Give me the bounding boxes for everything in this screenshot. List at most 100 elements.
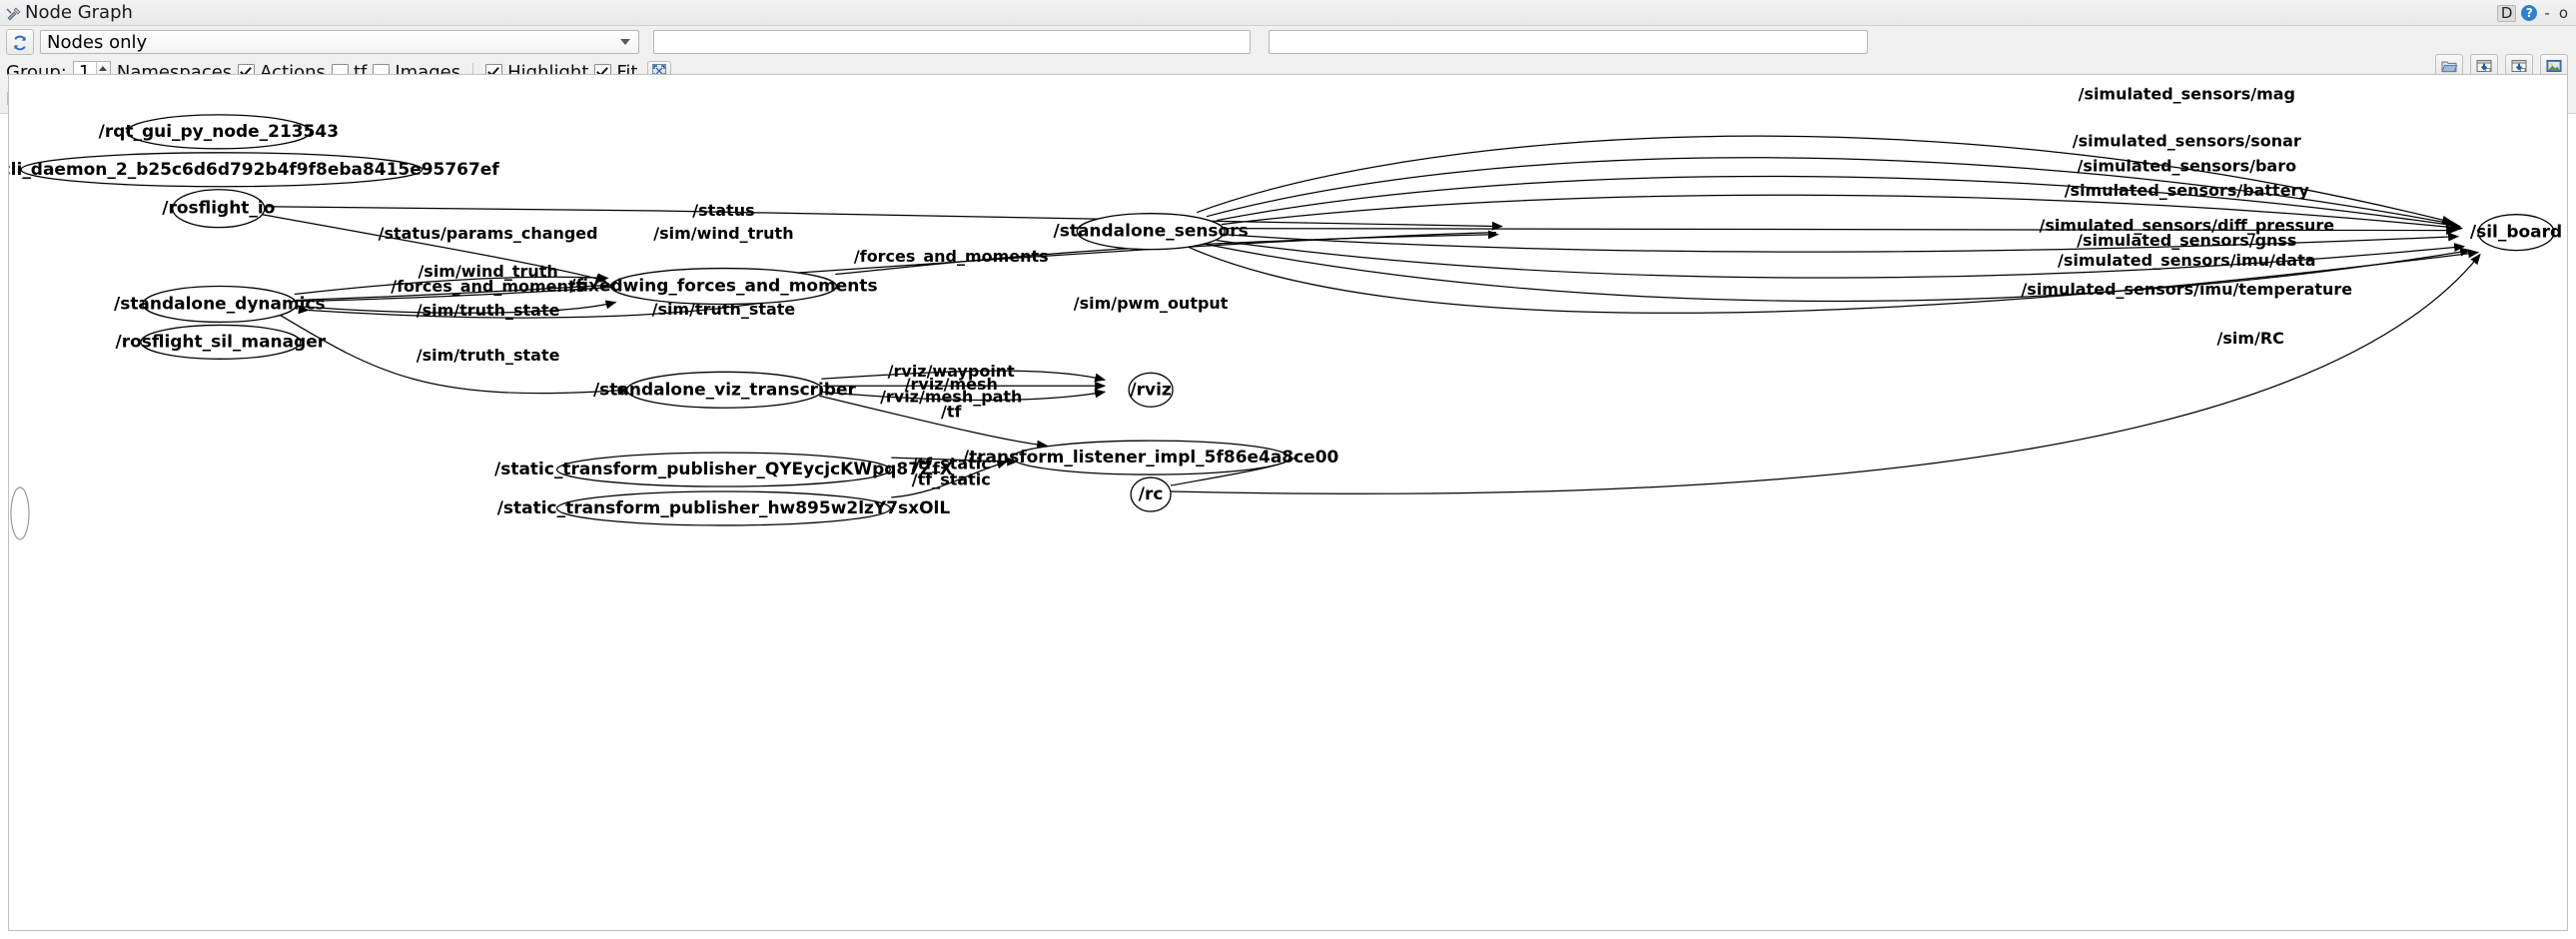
window-controls: D ? - o	[2496, 0, 2570, 26]
edge-label-simulated-sensors-imu-temperature: /simulated_sensors/imu/temperature	[2021, 280, 2352, 299]
chevron-down-icon	[620, 39, 630, 45]
edge-tf-static-b	[891, 460, 1009, 498]
edge-label-status-params-changed: /status/params_changed	[379, 224, 598, 243]
refresh-icon	[12, 34, 28, 51]
edge-label-sim-truth-state-low: /sim/truth_state	[417, 346, 560, 365]
edge-simulated-sensors-imu-temperature	[1206, 243, 2472, 303]
page-title: Node Graph	[25, 2, 133, 23]
graph-edges	[261, 135, 2481, 498]
edge-forces-and-moments-a	[288, 286, 612, 307]
edge-simulated-sensors-mag	[1196, 135, 2454, 225]
dock-button[interactable]: D	[2496, 4, 2517, 22]
canvas-handle[interactable]	[10, 486, 30, 540]
edge-sim-pwm-output	[1186, 246, 2480, 314]
graph-node-standalone-viz-transcriber[interactable]: /standalone_viz_transcriber	[593, 371, 857, 409]
graph-type-value: Nodes only	[47, 31, 148, 53]
folder-open-icon	[2441, 56, 2458, 78]
graph-node-label: /rc	[1139, 484, 1164, 504]
toolbar-row-filters: Nodes only	[0, 26, 2576, 58]
edge-label-rviz-mesh: /rviz/mesh	[905, 375, 998, 394]
graph-node-label: /transform_listener_impl_5f86e4a8ce00	[963, 448, 1338, 468]
edge-label-simulated-sensors-baro: /simulated_sensors/baro	[2078, 156, 2297, 175]
graph-node-label: /static_transform_publisher_hw895w2lzY7s…	[497, 498, 951, 518]
graph-node-label: /standalone_dynamics	[114, 294, 326, 314]
edge-label-tf: /tf	[941, 403, 962, 422]
edge-label-rviz-mesh-path: /rviz/mesh_path	[880, 388, 1022, 407]
edge-label-tf-static-b: /tf_static	[912, 470, 991, 489]
graph-node-label: /rqt_gui_py_node_213543	[99, 122, 339, 142]
edge-sim-truth-state-c	[278, 313, 629, 396]
graph-node-label: /rviz	[1130, 380, 1171, 400]
graph-node-static-transform-publisher-2[interactable]: /static_transform_publisher_hw895w2lzY7s…	[497, 490, 951, 526]
edge-dynamics-to-sensors	[296, 232, 1496, 302]
edge-label-sim-truth-state-mid: /sim/truth_state	[652, 300, 796, 319]
edge-simulated-sensors-diff-pressure	[1225, 226, 2458, 236]
edge-label-sim-rc: /sim/RC	[2217, 329, 2284, 348]
group-value: 1	[78, 61, 91, 83]
topic-filter-input[interactable]	[653, 30, 1251, 54]
graph-node-label: /standalone_viz_transcriber	[593, 380, 857, 400]
edge-label-simulated-sensors-imu-data: /simulated_sensors/imu/data	[2058, 251, 2315, 270]
edge-simulated-sensors-sonar	[1206, 157, 2458, 228]
edge-tf	[819, 395, 1049, 450]
edge-label-forces-and-moments-left: /forces_and_moments	[391, 277, 585, 296]
edge-label-simulated-sensors-sonar: /simulated_sensors/sonar	[2073, 131, 2301, 150]
edge-rc-to-listener	[1170, 457, 1295, 486]
graph-node-label: /static_transform_publisher_QYEycjcKWpq8…	[494, 460, 953, 479]
save-svg-icon	[2511, 56, 2527, 78]
save-dot-icon	[2476, 56, 2492, 78]
graph-node-fixedwing-forces-and-moments[interactable]: /fixedwing_forces_and_moments	[569, 267, 878, 306]
node-graph-canvas[interactable]: /status /status/params_changed /sim/wind…	[8, 74, 2568, 931]
node-graph-svg[interactable]: /status /status/params_changed /sim/wind…	[9, 75, 2567, 930]
edge-label-sim-wind-truth-left: /sim/wind_truth	[418, 262, 557, 281]
edge-sim-truth-state-a	[296, 300, 617, 314]
edge-tf-static-a	[891, 457, 1019, 467]
graph-node-standalone-sensors[interactable]: /standalone_sensors	[1054, 213, 1249, 251]
graph-node-sil-board[interactable]: /sil_board	[2470, 214, 2562, 252]
edge-label-sim-wind-truth-top: /sim/wind_truth	[653, 224, 793, 243]
graph-edge-labels: /status /status/params_changed /sim/wind…	[379, 84, 2353, 488]
graph-node-label: /_ros2cli_daemon_2_b25c6d6d792b4f9f8eba8…	[9, 160, 499, 180]
close-button[interactable]: o	[2558, 4, 2568, 22]
graph-node-label: /sil_board	[2470, 223, 2562, 243]
edge-simulated-sensors-gnss	[1223, 232, 2460, 253]
graph-node-transform-listener[interactable]: /transform_listener_impl_5f86e4a8ce00	[963, 440, 1338, 475]
window-title-bar: Node Graph D ? - o	[0, 0, 2576, 26]
toolbar-divider	[472, 63, 474, 81]
help-icon[interactable]: ?	[2521, 5, 2538, 21]
graph-type-select[interactable]: Nodes only	[40, 30, 639, 54]
edge-simulated-sensors-battery	[1221, 194, 2464, 233]
graph-nodes[interactable]: /rqt_gui_py_node_213543 /_ros2cli_daemon…	[9, 114, 2562, 526]
graph-node-rc[interactable]: /rc	[1130, 476, 1172, 512]
edge-label-simulated-sensors-mag: /simulated_sensors/mag	[2079, 84, 2295, 103]
edge-rviz-mesh-path	[821, 389, 1107, 402]
graph-node-label: /standalone_sensors	[1054, 222, 1249, 242]
wrench-screwdriver-icon	[6, 5, 22, 21]
graph-node-static-transform-publisher-1[interactable]: /static_transform_publisher_QYEycjcKWpq8…	[494, 452, 953, 487]
graph-node-ros2cli-daemon[interactable]: /_ros2cli_daemon_2_b25c6d6d792b4f9f8eba8…	[9, 152, 499, 188]
edge-status-params-changed	[261, 214, 607, 283]
refresh-button[interactable]	[6, 29, 34, 55]
edge-label-sim-pwm-output: /sim/pwm_output	[1074, 294, 1229, 313]
graph-node-rqt-gui-py[interactable]: /rqt_gui_py_node_213543	[99, 114, 339, 150]
edge-label-tf-static-a: /tf_static	[912, 455, 991, 473]
edge-simulated-sensors-imu-data	[1216, 239, 2466, 279]
edge-sim-wind-truth-a	[294, 273, 609, 296]
node-filter-input[interactable]	[1269, 30, 1868, 54]
graph-node-rviz[interactable]: /rviz	[1128, 372, 1174, 408]
graph-node-rosflight-sil-manager[interactable]: /rosflight_sil_manager	[116, 324, 327, 360]
graph-node-label: /fixedwing_forces_and_moments	[569, 277, 877, 297]
graph-node-label: /rosflight_sil_manager	[116, 332, 327, 352]
edge-label-forces-and-moments-right: /forces_and_moments	[854, 247, 1049, 266]
graph-node-rosflight-io[interactable]: /rosflight_io	[162, 189, 275, 229]
graph-node-label: /rosflight_io	[162, 199, 275, 219]
edge-label-rviz-waypoint: /rviz/waypoint	[888, 362, 1016, 381]
edge-sim-rc	[1171, 253, 2481, 494]
edge-rviz-waypoint	[821, 370, 1107, 383]
edge-label-status: /status	[692, 201, 754, 220]
minimize-button[interactable]: -	[2544, 4, 2550, 22]
save-image-icon	[2546, 56, 2562, 78]
graph-node-standalone-dynamics[interactable]: /standalone_dynamics	[114, 285, 326, 324]
edge-label-sim-truth-state-left: /sim/truth_state	[417, 301, 560, 320]
edge-label-simulated-sensors-diff-pressure: /simulated_sensors/diff_pressure	[2039, 216, 2334, 235]
